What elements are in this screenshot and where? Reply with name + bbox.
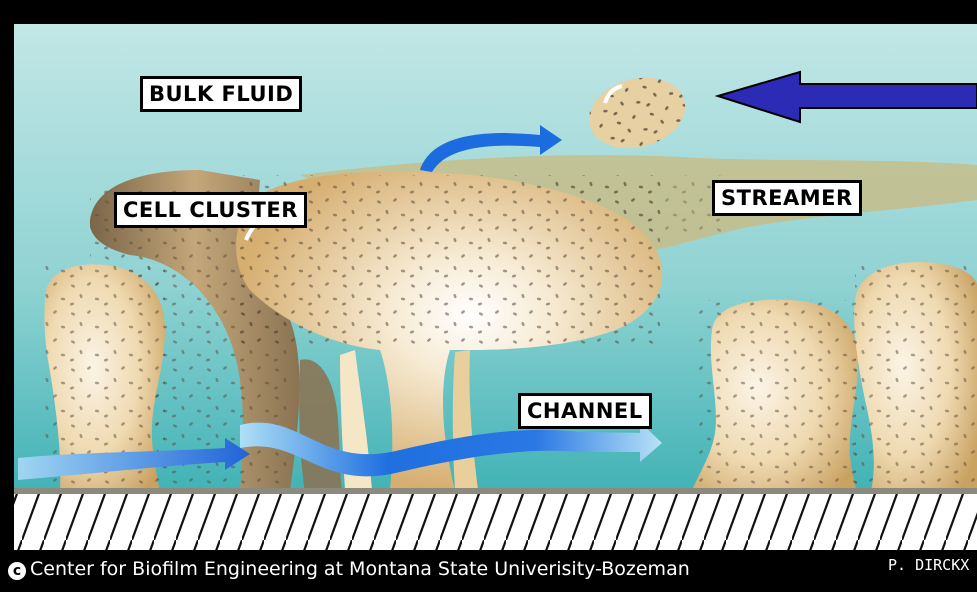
- label-cell-cluster: CELL CLUSTER: [114, 192, 307, 228]
- artist-signature: P. DIRCKX: [888, 556, 969, 574]
- caption-text: Center for Biofilm Engineering at Montan…: [30, 558, 690, 580]
- substratum-hatched: [14, 492, 977, 550]
- label-bulk-fluid: BULK FLUID: [140, 76, 302, 112]
- label-channel: CHANNEL: [518, 393, 652, 429]
- label-streamer: STREAMER: [712, 180, 862, 216]
- copyright-icon: c: [8, 562, 26, 580]
